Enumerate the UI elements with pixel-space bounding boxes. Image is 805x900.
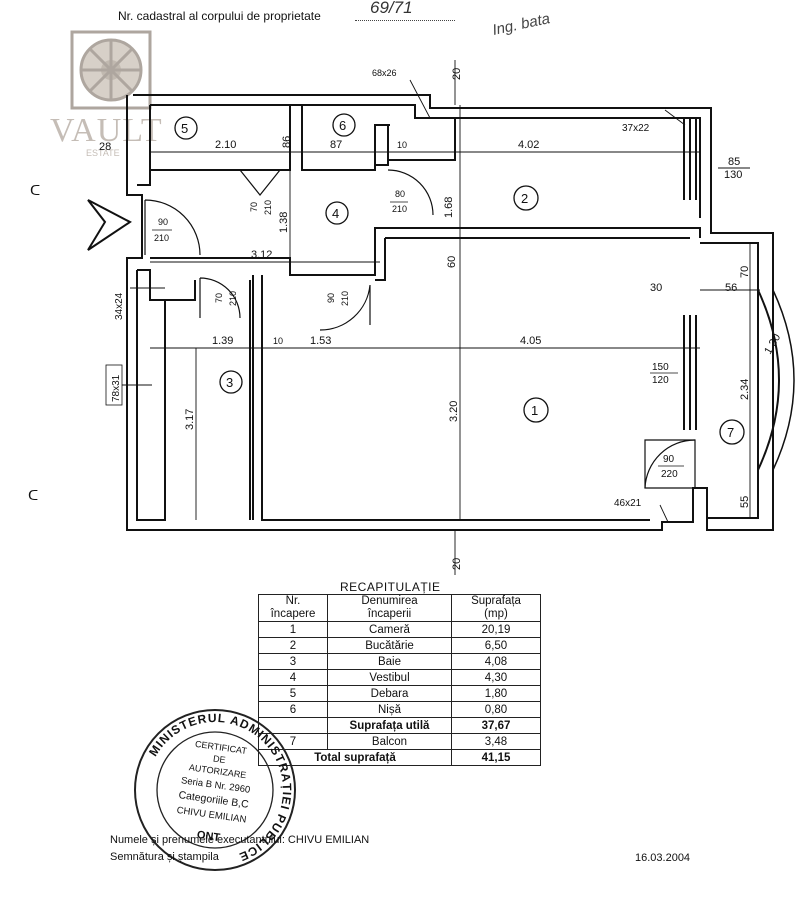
vault-logo bbox=[70, 30, 152, 110]
dim-34x24: 34x24 bbox=[114, 292, 125, 320]
dim-55: 55 bbox=[739, 496, 751, 508]
authorization-stamp: MINISTERUL ADMINISTRAȚIEI PUBLICE CERTIF… bbox=[130, 705, 300, 875]
signature-label: Semnătura și ștampila bbox=[110, 851, 219, 863]
dim-1-30: 1.30 bbox=[762, 332, 783, 357]
dim-1-39: 1.39 bbox=[212, 335, 233, 347]
dim-68x26: 68x26 bbox=[372, 68, 397, 78]
dim-56: 56 bbox=[725, 282, 737, 294]
total-label: Total suprafață bbox=[258, 749, 452, 766]
room-7: 7 bbox=[727, 425, 734, 440]
dim-1-68: 1.68 bbox=[443, 197, 455, 218]
entrance-arrow-icon bbox=[87, 199, 132, 251]
dim-1-38: 1.38 bbox=[278, 212, 290, 233]
recap-title: RECAPITULAȚIE bbox=[340, 580, 441, 594]
stamp-line-2: DE bbox=[212, 753, 226, 765]
cadastral-line bbox=[355, 0, 455, 21]
dim-210b: 210 bbox=[263, 200, 273, 215]
dim-28: 28 bbox=[99, 141, 111, 153]
document-date: 16.03.2004 bbox=[635, 852, 691, 864]
dim-37x22: 37x22 bbox=[622, 123, 650, 134]
recap-table: Nr. încapere Denumirea încaperii Suprafa… bbox=[258, 594, 541, 766]
cadastral-handwritten: 69/71 bbox=[370, 0, 413, 17]
dim-120: 120 bbox=[652, 375, 669, 386]
useful-label: Suprafața utilă bbox=[327, 717, 452, 734]
dim-3-20: 3.20 bbox=[448, 401, 460, 422]
dim-210f: 210 bbox=[340, 291, 350, 306]
dim-210e: 210 bbox=[228, 291, 238, 306]
floor-plan: 5 6 2 4 3 1 7 20 20 68x26 37x22 28 2.10 … bbox=[28, 60, 795, 575]
room-4: 4 bbox=[332, 206, 339, 221]
dim-70c: 70 bbox=[739, 266, 751, 278]
vault-brand: VAULT bbox=[50, 112, 163, 149]
dim-150: 150 bbox=[652, 362, 669, 373]
dim-3-17: 3.17 bbox=[184, 409, 196, 430]
dim-4-05: 4.05 bbox=[520, 335, 541, 347]
dim-130: 130 bbox=[724, 169, 742, 181]
room-marker-2 bbox=[513, 185, 539, 211]
room-marker-3 bbox=[219, 370, 243, 394]
total-value: 41,15 bbox=[451, 749, 541, 766]
stamp-line-1: CERTIFICAT bbox=[194, 739, 248, 756]
dim-87: 87 bbox=[330, 139, 342, 151]
dim-2-34: 2.34 bbox=[739, 379, 751, 400]
dim-70b: 70 bbox=[214, 293, 224, 303]
recap-header-nr: Nr. încapere bbox=[258, 594, 328, 622]
room-marker-7 bbox=[719, 419, 745, 445]
dim-20-bottom: 20 bbox=[451, 558, 463, 570]
room-1: 1 bbox=[531, 403, 538, 418]
room-6: 6 bbox=[339, 118, 346, 133]
dim-1-53: 1.53 bbox=[310, 335, 331, 347]
room-marker-4 bbox=[325, 201, 349, 225]
dim-90a: 90 bbox=[158, 217, 168, 227]
dim-70: 70 bbox=[249, 202, 259, 212]
dim-20-top: 20 bbox=[451, 68, 463, 80]
dim-210c: 210 bbox=[392, 204, 407, 214]
dim-85: 85 bbox=[728, 156, 740, 168]
dim-46x21: 46x21 bbox=[614, 498, 642, 509]
recap-header-area: Suprafața (mp) bbox=[451, 594, 541, 622]
executant-name: Numele și prenumele executantului: CHIVU… bbox=[110, 834, 370, 846]
stamp-bottom: ONT bbox=[196, 829, 221, 844]
room-marker-6 bbox=[332, 113, 356, 137]
room-2: 2 bbox=[521, 191, 528, 206]
room-3: 3 bbox=[226, 375, 233, 390]
cadastral-label: Nr. cadastral al corpului de proprietate bbox=[118, 9, 321, 23]
useful-value: 37,67 bbox=[451, 717, 541, 734]
dim-10b: 10 bbox=[273, 336, 283, 346]
vault-sub: ESTATE bbox=[86, 148, 120, 158]
dim-86: 86 bbox=[281, 136, 293, 148]
svg-text:ᑕ: ᑕ bbox=[30, 182, 40, 198]
dim-4-02: 4.02 bbox=[518, 139, 539, 151]
dim-10a: 10 bbox=[397, 140, 407, 150]
svg-text:ᑕ: ᑕ bbox=[28, 487, 38, 503]
dim-2-10: 2.10 bbox=[215, 139, 236, 151]
dim-220: 220 bbox=[661, 469, 678, 480]
dim-80: 80 bbox=[395, 189, 405, 199]
dim-90c: 90 bbox=[663, 454, 675, 465]
room-marker-1 bbox=[523, 397, 549, 423]
dim-210d: 210 bbox=[154, 233, 169, 243]
dim-90b: 90 bbox=[326, 293, 336, 303]
dim-60: 60 bbox=[446, 256, 458, 268]
dim-78x31: 78x31 bbox=[111, 374, 122, 402]
room-5: 5 bbox=[181, 121, 188, 136]
dim-3-12: 3.12 bbox=[251, 249, 272, 261]
room-marker-5 bbox=[174, 116, 198, 140]
dim-30: 30 bbox=[650, 282, 662, 294]
recap-header-name: Denumirea încaperii bbox=[327, 594, 452, 622]
